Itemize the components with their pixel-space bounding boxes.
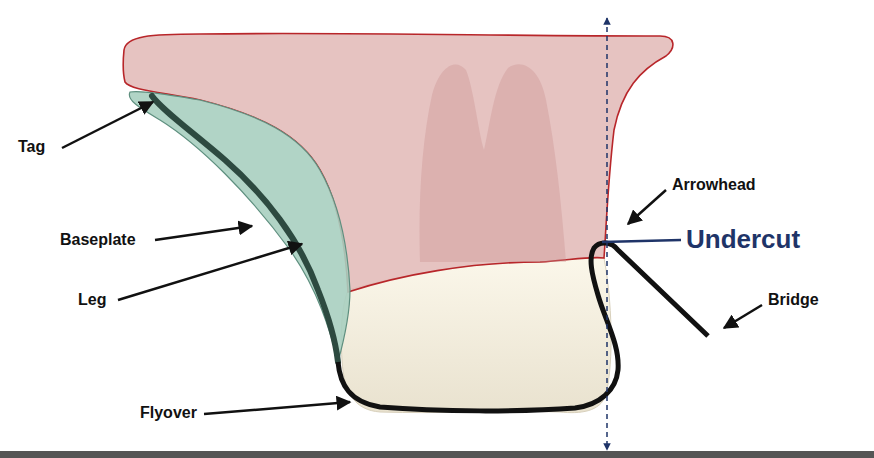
baseplate [129, 92, 350, 362]
leader-arrow [118, 244, 302, 300]
part-label: Bridge [768, 291, 819, 309]
part-label: Baseplate [60, 231, 136, 249]
clasp-leg [152, 96, 338, 362]
part-label: Leg [78, 291, 106, 309]
bottom-rule [0, 451, 874, 458]
leader-arrow [62, 102, 153, 148]
leader-arrow [724, 305, 762, 328]
clasp-wire [338, 243, 708, 411]
part-label: Arrowhead [672, 176, 756, 194]
leader-arrow [155, 226, 252, 240]
leader-arrow [204, 402, 350, 414]
part-label: Tag [18, 138, 45, 156]
leader-arrow [628, 190, 666, 224]
part-label: Flyover [140, 404, 197, 422]
leader-line [602, 240, 681, 242]
tooth-roots [420, 64, 567, 262]
insertion-path [606, 18, 608, 450]
part-label: Undercut [686, 225, 800, 254]
